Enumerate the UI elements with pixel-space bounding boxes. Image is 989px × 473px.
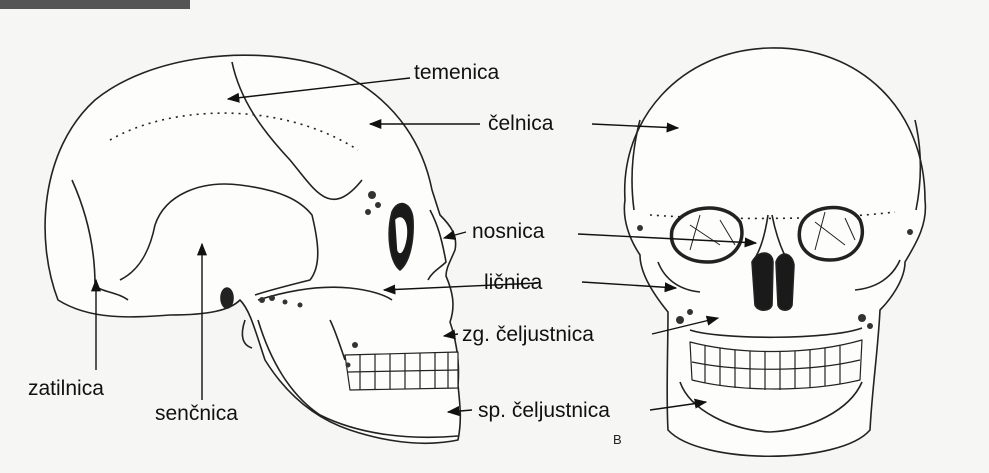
label-sencnica: senčnica	[155, 403, 238, 424]
label-temenica: temenica	[414, 62, 499, 83]
label-sp-celjustnica: sp. čeljustnica	[478, 400, 610, 421]
label-licnica: ličnica	[484, 272, 542, 293]
panel-letter: B	[613, 432, 622, 447]
ear-opening	[221, 288, 233, 308]
left-orbit	[671, 208, 741, 262]
label-celnica: čelnica	[488, 113, 553, 134]
lateral-teeth	[345, 352, 458, 390]
label-zatilnica: zatilnica	[28, 378, 104, 399]
label-nosnica: nosnica	[472, 221, 544, 242]
label-zg-celjustnica: zg. čeljustnica	[462, 324, 594, 345]
nasal-cavity	[752, 253, 773, 310]
